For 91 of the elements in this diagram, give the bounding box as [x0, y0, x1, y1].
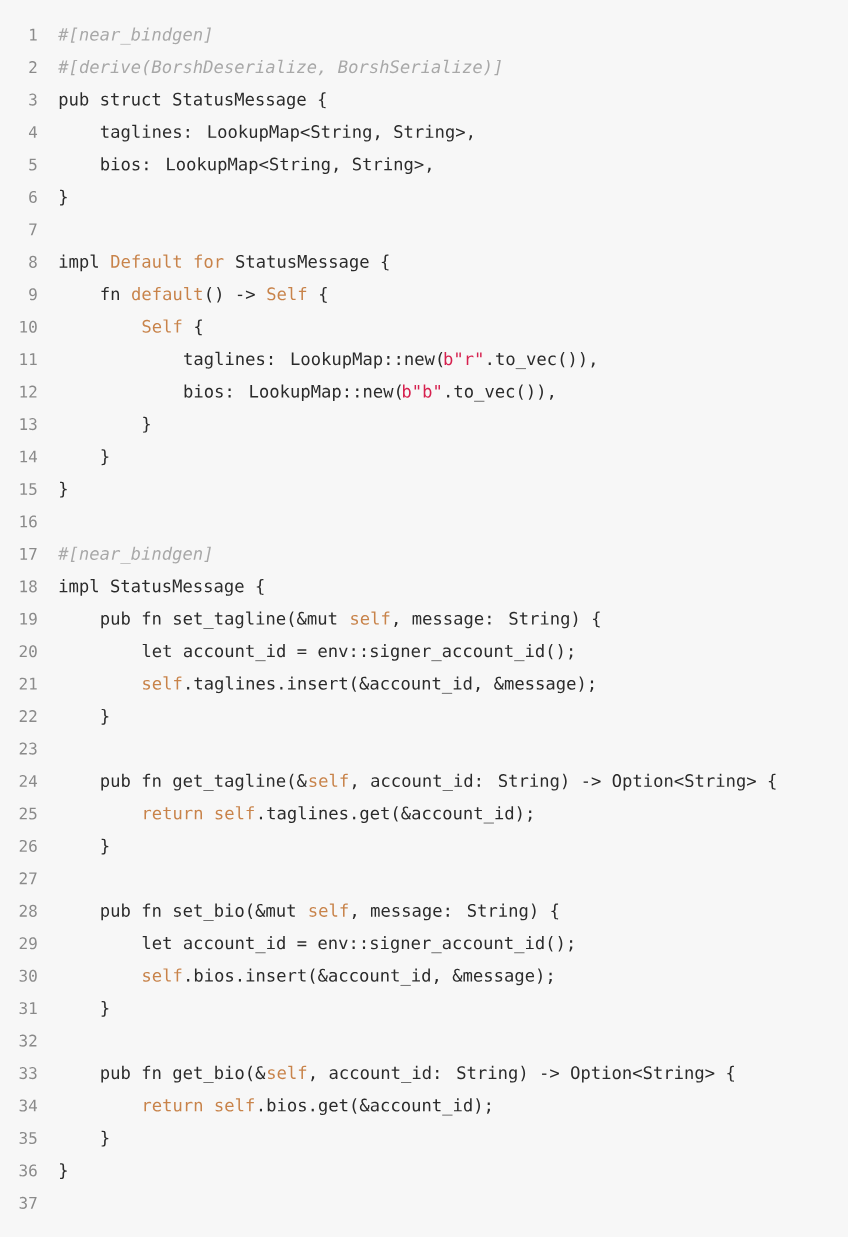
code-comment: #[near_bindgen] [58, 27, 211, 45]
code-text: taglines: LookupMap<String, String>, [100, 124, 472, 142]
line-number: 16 [20, 515, 37, 528]
code-keyword: default [132, 286, 202, 301]
line-number: 5 [29, 158, 37, 171]
code-text: { [195, 319, 202, 336]
line-number: 4 [28, 126, 38, 138]
line-number: 11 [20, 353, 37, 365]
code-keyword: self [143, 676, 182, 690]
code-string: b"b" [403, 384, 440, 398]
line-number: 32 [19, 1034, 37, 1047]
line-number: 23 [19, 742, 37, 755]
code-text: pub fn get_tagline(& [101, 773, 307, 791]
line-number: 9 [29, 288, 37, 301]
line-number: 6 [29, 190, 37, 203]
code-text: , message: String) { [352, 903, 559, 921]
code-text: , account_id: String) -> Option<String> { [352, 773, 776, 791]
line-number: 33 [19, 1067, 37, 1080]
line-number: 28 [19, 904, 37, 917]
line-number: 35 [19, 1131, 37, 1145]
line-number: 31 [19, 1002, 37, 1015]
code-text: } [101, 1000, 109, 1017]
code-text: } [101, 449, 109, 466]
line-number: 27 [19, 872, 37, 885]
line-number: 22 [19, 710, 37, 722]
code-text: impl [59, 254, 98, 272]
line-number: 20 [19, 645, 37, 658]
code-keyword: self [143, 968, 182, 982]
line-number: 2 [29, 61, 37, 73]
code-keyword: return self [144, 1098, 254, 1112]
line-number: 30 [19, 969, 37, 982]
code-text: let account_id = env::signer_account_id(); [142, 935, 573, 954]
code-text: pub fn get_bio(& [101, 1065, 266, 1083]
line-number: 18 [20, 580, 37, 593]
line-number: 36 [19, 1164, 37, 1177]
code-text: , message: String) { [394, 611, 600, 629]
code-string: b"r" [444, 351, 482, 366]
code-comment: #[derive(BorshDeserialize, BorshSerialize)] [58, 59, 501, 76]
code-text: pub fn set_tagline(&mut [101, 611, 337, 629]
code-text: .bios.insert(&account_id, &message); [187, 968, 552, 986]
code-comment: #[near_bindgen] [58, 546, 211, 564]
code-text: } [60, 1163, 67, 1180]
code-keyword: Self [142, 319, 182, 333]
code-text: } [101, 708, 109, 725]
code-text: .taglines.get(&account_id); [259, 806, 532, 824]
line-number: 3 [29, 93, 37, 106]
line-number: 26 [19, 839, 37, 852]
line-number: 25 [19, 807, 37, 820]
code-keyword: return self [144, 806, 254, 820]
line-number: 19 [20, 612, 37, 625]
code-text: let account_id = env::signer_account_id(); [142, 643, 573, 662]
line-number: 15 [20, 483, 37, 496]
code-text: taglines: LookupMap::new( [184, 351, 443, 369]
line-number: 1 [30, 28, 37, 41]
line-number: 14 [20, 450, 38, 463]
line-number: 7 [29, 223, 37, 236]
line-number: 24 [19, 775, 38, 787]
code-text: pub fn set_bio(&mut [101, 903, 295, 921]
line-number: 29 [19, 937, 37, 950]
code-text: impl StatusMessage { [59, 579, 264, 596]
code-text: .to_vec()), [447, 384, 553, 402]
line-number: 21 [19, 677, 37, 690]
code-keyword: Self [267, 286, 307, 301]
code-text: .to_vec()), [488, 351, 595, 370]
line-number: 12 [20, 385, 37, 398]
code-text: pub struct StatusMessage { [59, 92, 326, 110]
code-keyword: self [268, 1065, 307, 1080]
code-text: StatusMessage { [236, 254, 389, 272]
code-keyword: self [351, 611, 390, 625]
line-number: 37 [19, 1196, 37, 1209]
code-text: } [60, 189, 67, 206]
line-number: 34 [19, 1099, 38, 1112]
code-keyword: self [309, 903, 348, 917]
code-text: } [101, 838, 109, 855]
code-text: , account_id: String) -> Option<String> { [311, 1065, 734, 1083]
code-text: } [101, 1130, 109, 1147]
line-number: 13 [20, 418, 37, 431]
code-text: { [320, 287, 327, 303]
line-number: 17 [20, 548, 37, 560]
code-keyword: Default for [111, 254, 224, 268]
code-text: bios: LookupMap<String, String>, [101, 157, 431, 174]
code-keyword: self [309, 773, 348, 788]
code-text: fn [101, 287, 119, 301]
code-text: () -> [207, 287, 255, 303]
code-text: .bios.get(&account_id); [259, 1098, 490, 1116]
line-number: 8 [29, 255, 37, 268]
line-number: 10 [20, 320, 37, 333]
code-text: } [60, 481, 67, 498]
code-text: bios: LookupMap::new( [184, 384, 401, 402]
code-text: } [143, 416, 150, 433]
code-text: .taglines.insert(&account_id, &message); [187, 676, 594, 694]
